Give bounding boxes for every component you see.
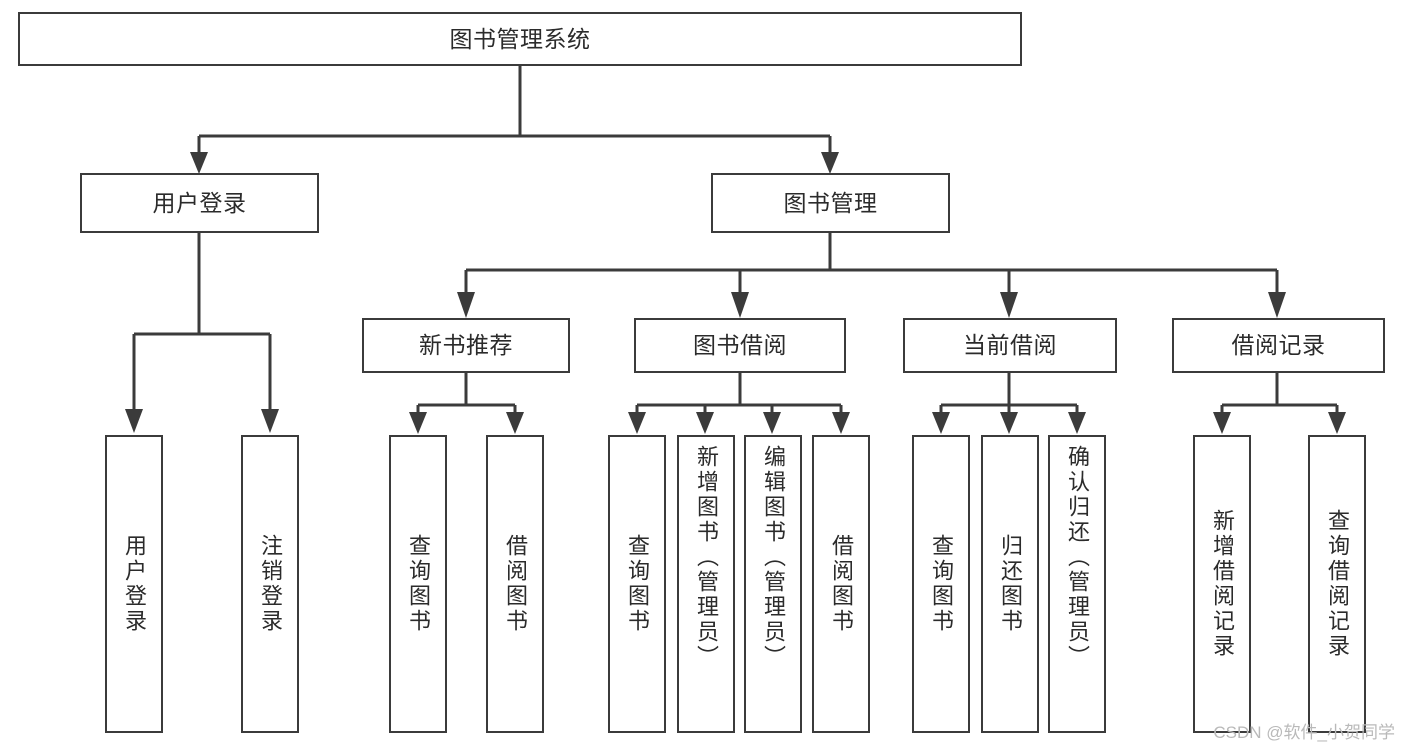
node-label: 用户登录 [152,189,247,216]
leaf-add-borrow-record[interactable]: 新增借阅记录 [1193,435,1251,733]
leaf-return-book[interactable]: 归还图书 [981,435,1039,733]
node-label: 编辑图书（管理员） [761,445,786,670]
node-label: 查询图书 [406,534,431,634]
node-label: 新增图书（管理员） [694,445,719,670]
leaf-query-book-borrow[interactable]: 查询图书 [608,435,666,733]
node-borrow-record[interactable]: 借阅记录 [1172,318,1385,373]
node-label: 图书借阅 [693,332,787,359]
node-label: 图书管理系统 [449,25,591,52]
node-book-borrow[interactable]: 图书借阅 [634,318,846,373]
node-label: 确认归还（管理员） [1065,445,1090,670]
node-label: 借阅记录 [1231,332,1326,359]
node-current-borrow[interactable]: 当前借阅 [903,318,1117,373]
watermark-text: CSDN @软件_小贺同学 [1213,723,1395,742]
node-label: 新书推荐 [419,332,513,359]
node-user-login[interactable]: 用户登录 [80,173,319,233]
node-label: 用户登录 [122,534,147,634]
node-book-manage[interactable]: 图书管理 [711,173,950,233]
node-label: 查询图书 [929,534,954,634]
leaf-query-borrow-record[interactable]: 查询借阅记录 [1308,435,1366,733]
leaf-borrow-book-recommend[interactable]: 借阅图书 [486,435,544,733]
node-label: 借阅图书 [503,534,528,634]
leaf-add-book-admin[interactable]: 新增图书（管理员） [677,435,735,733]
leaf-query-book-current[interactable]: 查询图书 [912,435,970,733]
leaf-confirm-return-admin[interactable]: 确认归还（管理员） [1048,435,1106,733]
leaf-edit-book-admin[interactable]: 编辑图书（管理员） [744,435,802,733]
node-label: 归还图书 [998,534,1023,634]
node-label: 新增借阅记录 [1210,509,1235,659]
node-label: 当前借阅 [963,332,1057,359]
leaf-logout-login[interactable]: 注销登录 [241,435,299,733]
leaf-user-login[interactable]: 用户登录 [105,435,163,733]
leaf-query-book-recommend[interactable]: 查询图书 [389,435,447,733]
leaf-borrow-book-borrow[interactable]: 借阅图书 [812,435,870,733]
node-label: 借阅图书 [829,534,854,634]
node-label: 图书管理 [783,189,878,216]
node-label: 查询图书 [625,534,650,634]
node-label: 查询借阅记录 [1325,509,1350,659]
node-label: 注销登录 [258,534,283,634]
node-root-system[interactable]: 图书管理系统 [18,12,1022,66]
node-new-book-recommend[interactable]: 新书推荐 [362,318,570,373]
